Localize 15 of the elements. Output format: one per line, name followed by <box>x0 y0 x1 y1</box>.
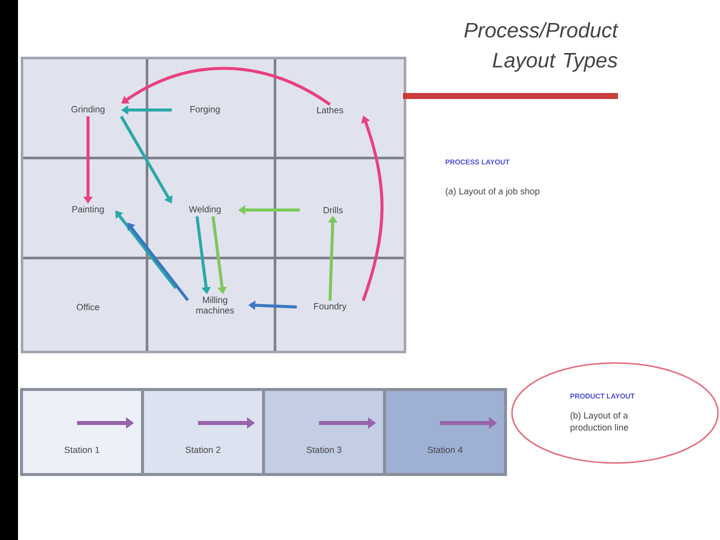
department-label: Milling machines <box>196 296 234 314</box>
department-label: Foundry <box>314 302 346 312</box>
caption: (a) Layout of a job shop <box>446 188 540 196</box>
department-label: Grinding <box>71 106 104 114</box>
department-label: Drills <box>324 206 343 214</box>
department-label: Lathes <box>317 106 344 114</box>
department-label: Forging <box>190 106 220 114</box>
title: Process/Product Layout Types <box>464 22 618 72</box>
station-box: Station 2 <box>141 388 265 476</box>
station-box: Station 3 <box>262 388 386 476</box>
department-label: Office <box>76 304 100 310</box>
station-box: Station 1 <box>20 388 144 476</box>
department-label: Painting <box>72 206 104 214</box>
department-label: Welding <box>188 206 221 214</box>
station-box: Station 4 <box>383 388 507 476</box>
